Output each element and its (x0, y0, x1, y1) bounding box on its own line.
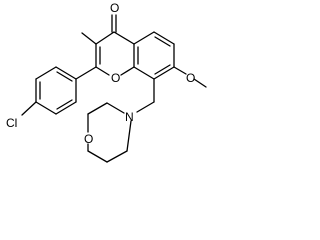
bond-n-c-morph-a (106, 102, 125, 114)
bond-ph-c2-c3 (35, 66, 57, 80)
bond-c7-o-methoxy (173, 66, 187, 75)
bond-c4-c4a (113, 31, 135, 45)
bond-ph-c5-c6-inner (56, 99, 73, 110)
bond-morph-c-e-n (126, 120, 132, 152)
bond-morph-c-c-c-d (87, 150, 108, 163)
bond-c4-c3 (95, 31, 115, 45)
chemical-structure-diagram: O O O N O Cl (6, 1, 207, 163)
bond-o-methoxy-ch3 (193, 78, 207, 88)
bond-ph-cl (21, 101, 37, 116)
bond-morph-c-a-c-b (87, 102, 108, 115)
bond-morph-c-d-c-e (106, 150, 128, 163)
bond-c4a-c5 (133, 31, 155, 45)
molecule-structure-canvas: O O O N O Cl (6, 1, 207, 163)
bond-c8-c8a (133, 66, 155, 80)
bond-ph-c1-c2 (55, 66, 77, 80)
bond-o1-c8a (120, 66, 135, 76)
bond-c2-o1 (95, 66, 110, 76)
bond-ph-c5-c6 (55, 101, 77, 115)
bond-c2-phenyl (75, 66, 97, 80)
bond-ph-c1-c2-inner (56, 71, 73, 82)
bond-ch2-n (136, 101, 155, 113)
bond-lines (21, 14, 207, 163)
atom-morpholine-oxygen: O (84, 132, 93, 146)
bond-ph-c4-c5 (35, 101, 57, 115)
atom-methoxy-oxygen: O (186, 71, 195, 85)
atom-morpholine-nitrogen: N (125, 110, 134, 124)
atom-chlorine: Cl (6, 116, 17, 130)
bond-c5-c6-inner (154, 36, 171, 47)
atom-ring-oxygen: O (111, 71, 120, 85)
bond-c5-c6 (153, 31, 175, 45)
bond-c7-c8-inner (154, 64, 171, 75)
atom-labels: O O O N O Cl (6, 1, 195, 146)
atom-carbonyl-oxygen: O (110, 1, 119, 15)
bond-c3-methyl (81, 32, 97, 45)
bond-c7-c8 (153, 66, 175, 80)
